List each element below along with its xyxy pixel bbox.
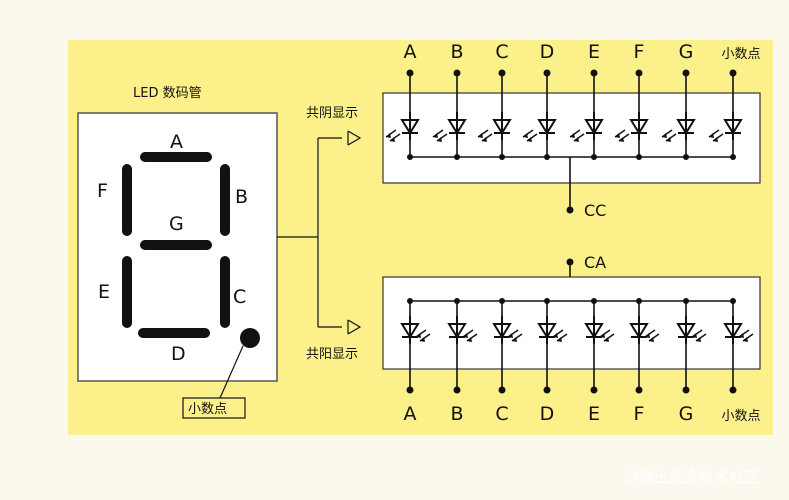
common-anode-box [382,276,761,370]
ca-pin-terminal-dp [729,386,737,394]
ca-pin-label-b: B [450,403,463,425]
segment-e [122,256,132,328]
cc-pin-terminal-g [682,69,690,77]
cc-pin-label-g: G [679,41,694,63]
ca-pin-label-d: D [540,403,555,425]
mode-connector [277,130,362,335]
segment-label-f: F [97,180,108,202]
ca-led-a [401,298,431,390]
segment-label-g: G [169,213,184,235]
segment-label-e: E [98,281,110,303]
segment-d [138,328,210,338]
ca-pin-label-c: C [495,403,508,425]
cc-led-d [522,73,556,160]
common-cathode-box [382,92,761,184]
segment-label-c: C [233,286,246,308]
ca-led-b [448,298,478,390]
ca-led-e [585,298,615,390]
decimal-point-callout [182,397,246,419]
ca-led-d [538,298,568,390]
watermark: @稀土掘金技术社区 [624,468,759,486]
common-cathode-label: 共阴显示 [306,106,358,121]
segment-label-d: D [171,343,186,365]
decimal-point-dot [240,328,260,348]
ca-pin-terminal-e [590,386,598,394]
cc-pin-label-dp: 小数点 [721,47,760,62]
cc-pin-label-a: A [404,41,417,63]
ca-pin-label-dp: 小数点 [721,409,760,424]
ca-pin-label-a: A [404,403,417,425]
segment-label-b: B [235,186,248,208]
decimal-point-label: 小数点 [188,402,227,417]
cc-led-a [385,73,419,160]
ca-pin-terminal-b [453,386,461,394]
segment-b [220,164,230,236]
ca-pin-terminal-d [543,386,551,394]
cc-pin-label-f: F [634,41,645,63]
cc-pin-terminal-f [635,69,643,77]
segment-a [140,152,212,162]
ca-pin-terminal-c [498,386,506,394]
segment-c [220,256,230,328]
cc-common-terminal [566,206,574,214]
decimal-point-leader [219,345,244,399]
common-cathode-circuit [385,69,742,160]
ca-led-g [677,298,707,390]
ca-pin-terminal-a [406,386,414,394]
segment-label-a: A [170,131,183,153]
cc-pin-terminal-c [498,69,506,77]
segment-g [140,240,212,250]
cc-common-pin: CC [584,201,606,220]
ca-common-pin: CA [584,253,606,272]
cc-pin-terminal-dp [729,69,737,77]
cc-pin-terminal-b [453,69,461,77]
cc-led-f [614,73,648,160]
cc-pin-terminal-d [543,69,551,77]
ca-led-dp [724,298,754,390]
cc-led-c [477,73,511,160]
cc-led-e [569,73,603,160]
ca-led-f [630,298,660,390]
cc-pin-label-b: B [450,41,463,63]
common-anode-label: 共阳显示 [306,347,358,362]
ca-led-c [493,298,523,390]
cc-pin-terminal-a [406,69,414,77]
segment-f [122,164,132,236]
cc-led-g [661,73,695,160]
display-title: LED 数码管 [133,86,202,101]
cc-pin-terminal-e [590,69,598,77]
common-anode-circuit [401,298,754,394]
cc-pin-label-e: E [588,41,600,63]
ca-pin-label-e: E [588,403,600,425]
cc-pin-labels: A B C D E F G 小数点 [404,41,761,63]
cc-led-b [432,73,466,160]
ca-pin-labels: A B C D E F G 小数点 [404,403,761,425]
cc-pin-label-d: D [540,41,555,63]
segment-bars [122,152,230,338]
ca-pin-label-g: G [679,403,694,425]
ca-pin-label-f: F [634,403,645,425]
cc-pin-label-c: C [495,41,508,63]
ca-pin-terminal-f [635,386,643,394]
ca-pin-terminal-g [682,386,690,394]
cc-led-dp [708,73,742,160]
